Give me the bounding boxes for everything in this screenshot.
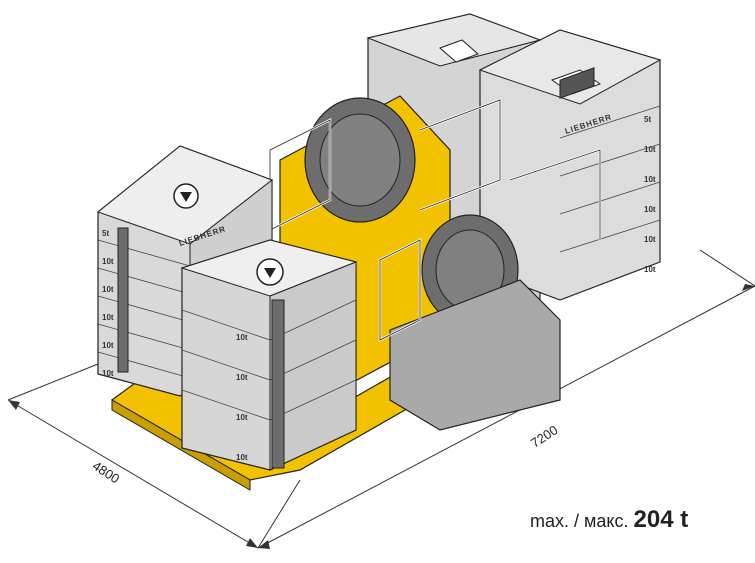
right-stack-weight-labels: 5t 10t 10t 10t 10t 10t [644,115,656,274]
right-weight-label-5: 10t [644,265,656,274]
right-weight-label-4: 10t [644,235,656,244]
front-ballast-stack [180,239,358,471]
length-dimension-line [257,285,755,549]
max-weight-caption: max. / макс. 204 t [530,506,688,534]
dimension-arrows [8,284,755,549]
width-dimension-line [7,399,259,549]
weight-prefix: max. / макс. [530,511,629,531]
dimension-lines [7,249,755,549]
left-weight-label-4: 10t [102,341,114,350]
front-weight-label-1: 10t [236,373,248,382]
right-weight-label-1: 10t [644,145,656,154]
front-weight-label-2: 10t [236,413,248,422]
left-weight-label-0: 5t [102,229,109,238]
left-weight-label-2: 10t [102,285,114,294]
winch-assembly [268,67,602,431]
weight-value: 204 t [633,506,689,533]
front-stack-weight-labels: 10t 10t 10t 10t [236,333,248,462]
front-weight-label-3: 10t [236,453,248,462]
right-weight-label-2: 10t [644,175,656,184]
left-weight-label-5: 10t [102,369,114,378]
front-weight-label-0: 10t [236,333,248,342]
left-weight-label-1: 10t [102,257,114,266]
left-stack-weight-labels: 5t 10t 10t 10t 10t 10t [102,229,114,378]
right-weight-label-3: 10t [644,205,656,214]
right-weight-label-0: 5t [644,115,651,124]
left-weight-label-3: 10t [102,313,114,322]
